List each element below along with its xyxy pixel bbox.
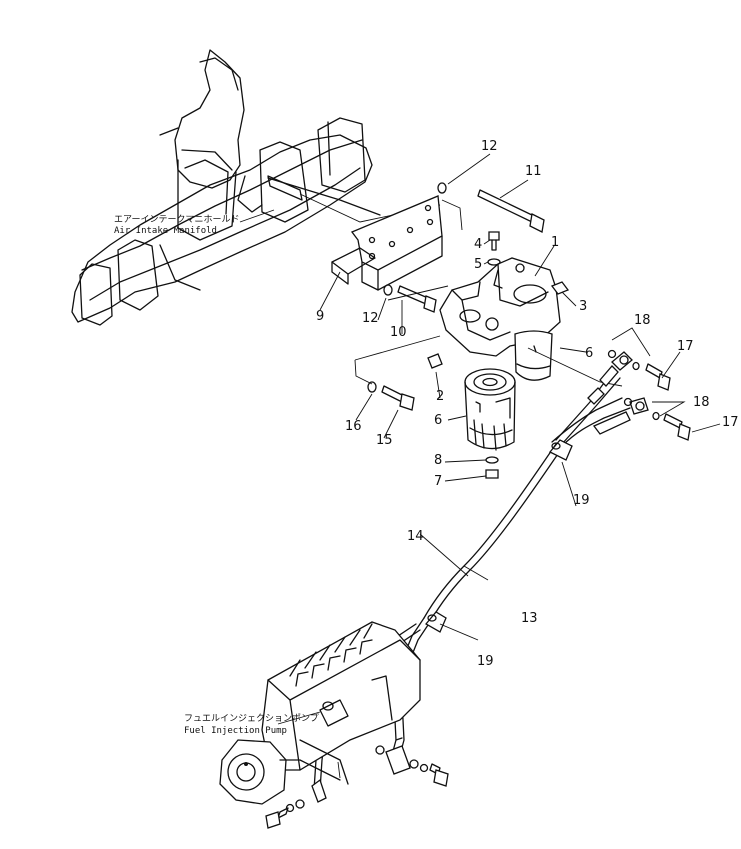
part-number-3: 3 — [579, 299, 588, 314]
part-number-8: 8 — [434, 453, 443, 468]
fuel-injection-pump — [219, 621, 421, 805]
part-number-13: 15 — [376, 433, 393, 448]
air-intake-manifold — [71, 49, 381, 326]
part-number-14: 16 — [345, 419, 362, 434]
part-number-17-lower: 17 — [722, 415, 739, 430]
part-number-6-right: 6 — [585, 346, 594, 361]
air-intake-manifold-label-en: Air Intake Manifold — [114, 226, 217, 236]
pump-fittings — [265, 745, 449, 829]
part-number-11: 10 — [390, 325, 407, 340]
leader-lines — [354, 199, 686, 417]
eye-bolt-lower — [652, 411, 691, 441]
air-intake-manifold-label-jp: エアーインテークマニホールド — [114, 215, 240, 225]
clamp-lower — [425, 611, 447, 633]
bolt-11 — [383, 284, 437, 313]
part-number-10: 11 — [525, 164, 542, 179]
fuel-injection-pump-label-en: Fuel Injection Pump — [184, 726, 287, 736]
plug-2 — [427, 353, 443, 369]
hose-upper — [551, 365, 631, 447]
clamp-upper — [548, 439, 573, 461]
part-number-18-upper: 18 — [634, 313, 651, 328]
part-number-4: 4 — [474, 237, 483, 252]
part-number-2: 2 — [436, 389, 445, 404]
part-number-9: 9 — [316, 309, 325, 324]
part-number-1: 1 — [551, 235, 560, 250]
eye-bolt-upper — [632, 361, 671, 391]
eye-joint-lower — [623, 397, 649, 415]
drain-plug — [485, 456, 499, 479]
part-number-12: 12 — [481, 139, 498, 154]
eye-joint-upper — [607, 349, 633, 371]
bolt-10 — [437, 182, 545, 233]
part-number-19-lower: 19 — [477, 654, 494, 669]
filter-cartridge-front — [464, 368, 516, 451]
filter-cartridge-right — [514, 330, 553, 381]
part-number-15: 13 — [521, 611, 538, 626]
part-number-7: 7 — [434, 474, 443, 489]
part-number-5: 5 — [474, 257, 483, 272]
part-number-18-lower: 18 — [693, 395, 710, 410]
part-number-19-upper: 19 — [573, 493, 590, 508]
part-number-16: 14 — [407, 529, 424, 544]
bracket — [331, 195, 443, 291]
bolt-13 — [367, 381, 415, 411]
plug-3 — [550, 281, 570, 295]
callout-leaders — [239, 153, 721, 779]
part-number-12-lower: 12 — [362, 311, 379, 326]
part-number-6-front: 6 — [434, 413, 443, 428]
part-number-17-upper: 17 — [677, 339, 694, 354]
fuel-injection-pump-label-jp: フュエルインジェクションポンプ — [184, 714, 319, 724]
bolt-4 — [487, 231, 501, 266]
